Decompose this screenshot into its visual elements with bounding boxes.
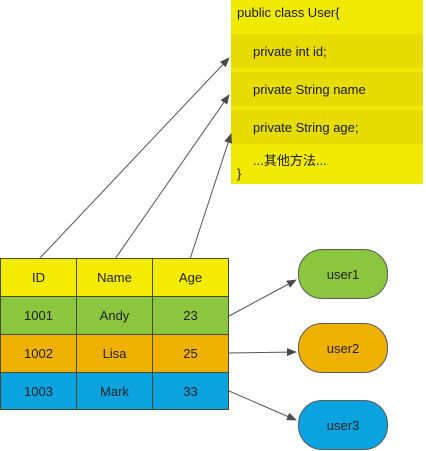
arrow-row3-to-user3 <box>228 390 297 421</box>
arrow-row1-to-user1 <box>228 279 297 317</box>
row3-age-cell: 33 <box>152 372 229 410</box>
user1-object: user1 <box>298 249 388 299</box>
arrow-age-to-field-age <box>189 133 232 260</box>
arrow-row2-to-user2 <box>228 348 297 357</box>
row3-id-cell: 1003 <box>0 372 77 410</box>
field-name-text: private String name <box>253 82 366 97</box>
row1-name-cell: Andy <box>76 296 153 335</box>
class-methods-line: ...其他方法... } <box>231 146 423 184</box>
field-id-text: private int id; <box>253 44 327 59</box>
users-table: ID Name Age 1001 Andy 23 1002 Lisa 25 10… <box>0 258 229 410</box>
class-closing-brace: } <box>237 166 242 181</box>
row1-age-cell: 23 <box>152 296 229 335</box>
user2-object: user2 <box>298 323 388 373</box>
field-age-text: private String age; <box>253 120 359 135</box>
row1-id-cell: 1001 <box>0 296 77 335</box>
field-age-line: private String age; <box>231 110 423 144</box>
field-name-line: private String name <box>231 72 423 106</box>
user-class-box: public class User{ private int id; priva… <box>231 0 423 184</box>
methods-placeholder-text: ...其他方法... <box>253 153 327 168</box>
arrow-name-to-field-name <box>114 94 230 260</box>
class-declaration-text: public class User{ <box>237 5 340 20</box>
row2-name-cell: Lisa <box>76 334 153 373</box>
field-id-line: private int id; <box>231 34 423 68</box>
user3-object: user3 <box>298 400 388 450</box>
arrow-id-to-field-id <box>38 57 230 260</box>
class-declaration-line: public class User{ <box>231 0 423 30</box>
